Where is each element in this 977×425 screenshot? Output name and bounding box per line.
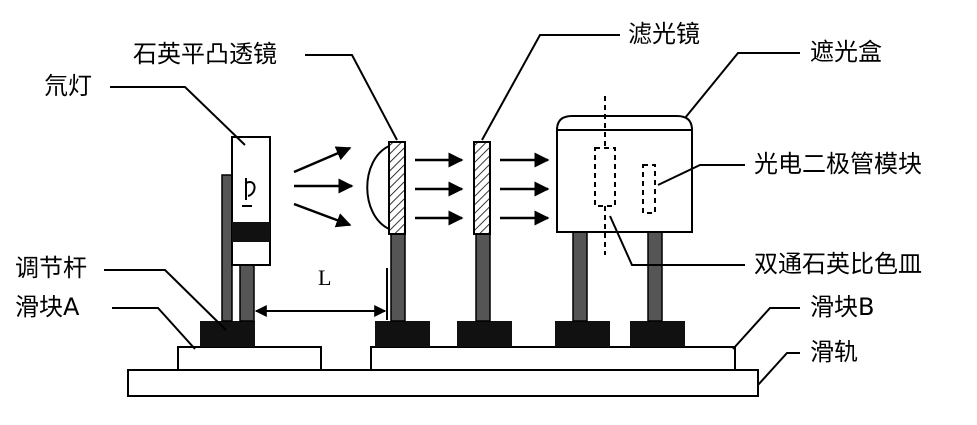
mount-block-box-right: [630, 321, 685, 347]
label-quartz-lens: 石英平凸透镜: [133, 40, 277, 68]
label-slider-b: 滑块B: [810, 293, 875, 321]
leader-filter: [481, 34, 620, 141]
label-light-box: 遮光盒: [810, 38, 882, 66]
filter-lens: [473, 141, 491, 235]
quartz-lens: [366, 141, 406, 235]
label-cuvette: 双通石英比色皿: [754, 250, 922, 278]
label-adjust-rod: 调节杆: [15, 254, 87, 282]
label-rail: 滑轨: [810, 338, 858, 366]
rail: [127, 369, 759, 397]
label-xenon-lamp: 氘灯: [44, 72, 92, 100]
leader-cuvette: [609, 215, 745, 266]
leader-quartz-lens: [305, 54, 398, 141]
post-lamp: [239, 261, 255, 322]
leader-rail: [757, 352, 800, 386]
leader-xenon-lamp: [110, 86, 246, 146]
deuterium-lamp: [231, 136, 271, 266]
leader-adjust-rod: [104, 269, 227, 331]
mount-block-filter: [457, 321, 512, 347]
mount-block-lamp: [200, 321, 255, 347]
light-box: [556, 115, 693, 233]
label-filter: 滤光镜: [628, 20, 700, 48]
slider-a-base: [177, 346, 322, 371]
mount-block-box-left: [555, 321, 610, 347]
post-filter: [475, 231, 491, 322]
label-slider-a: 滑块A: [15, 293, 80, 321]
label-distance-l: L: [318, 265, 332, 290]
leader-photodiode: [657, 164, 745, 186]
post-box-left: [572, 231, 588, 322]
label-photodiode: 光电二极管模块: [754, 150, 922, 178]
post-box-right: [647, 231, 663, 322]
leader-slider-a: [112, 307, 196, 350]
light-ray-bottom: [293, 202, 352, 228]
slider-b-base: [370, 346, 736, 371]
distance-marker: [254, 268, 388, 320]
light-ray-top: [293, 146, 352, 174]
post-lens: [390, 231, 406, 322]
mount-block-lens: [375, 321, 430, 347]
leader-light-box: [684, 52, 800, 119]
leader-slider-b: [732, 307, 800, 350]
photodiode-module: [642, 164, 656, 214]
post-lamp-rod: [221, 174, 233, 322]
cuvette: [594, 96, 616, 255]
